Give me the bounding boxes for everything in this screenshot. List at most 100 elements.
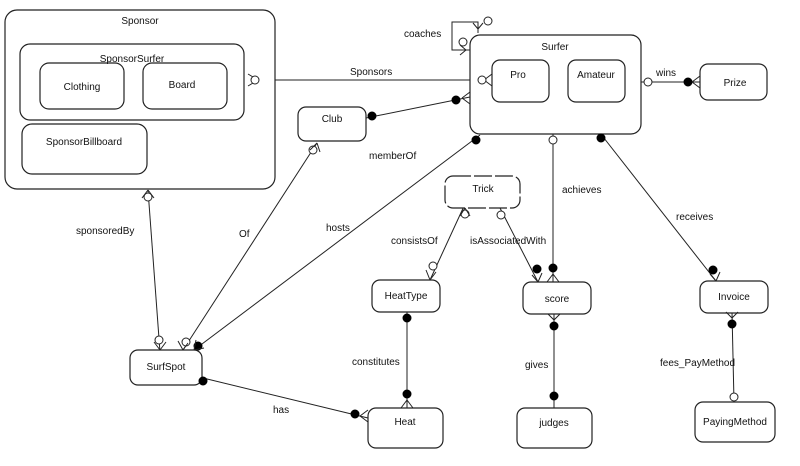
label-surfer: Surfer (541, 42, 569, 53)
optional-ring-consists-of-heattype (428, 261, 438, 271)
label-sponsors: Sponsors (350, 67, 392, 78)
mandatory-dot-has-heat (350, 409, 360, 419)
mandatory-dot-fees-paymethod (727, 319, 737, 329)
crowfoot-sponsored-by-top (141, 189, 155, 199)
crowfoot-is-associated-with (531, 272, 543, 283)
mandatory-dot-constitutes-bottom (402, 389, 412, 399)
mandatory-dot-hosts-surfspot (193, 341, 203, 351)
optional-ring-consists-of-trick (460, 209, 470, 219)
mandatory-dot-gives-bottom (549, 391, 559, 401)
entity-surf-spot[interactable] (129, 349, 203, 386)
entity-judges[interactable] (516, 407, 593, 449)
label-judges: judges (538, 418, 568, 429)
crowfoot-constitutes (400, 399, 414, 409)
mandatory-dot-receives-invoice (708, 265, 718, 275)
label-score: score (545, 294, 570, 305)
relationship-labels: coaches Sponsors wins memberOf achieves … (76, 29, 735, 416)
label-clothing: Clothing (64, 82, 101, 93)
entity-club[interactable] (297, 106, 367, 142)
optional-ring-is-associated-with (496, 210, 506, 220)
label-board: Board (169, 80, 196, 91)
crowfoot-of-surfspot (177, 340, 189, 351)
entity-board[interactable] (142, 62, 228, 110)
edges (147, 21, 735, 419)
crowfoot-consists-of-trick (459, 207, 471, 217)
entity-clothing[interactable] (39, 62, 125, 110)
label-trick: Trick (472, 184, 494, 195)
crowfoot-achieves (546, 273, 560, 283)
crowfoot-of-club (309, 142, 321, 153)
label-gives: gives (525, 360, 548, 371)
mandatory-dot-constitutes-top (402, 313, 412, 323)
entity-pro[interactable] (491, 59, 550, 103)
cardinality-marks (141, 16, 739, 423)
mandatory-dot-wins (683, 77, 693, 87)
label-prize: Prize (724, 78, 747, 89)
label-is-associated-with: isAssociatedWith (470, 236, 546, 247)
crowfoot-consists-of-heattype (425, 269, 437, 281)
optional-ring-sponsored-by (143, 192, 153, 202)
optional-ring-sponsors-right (477, 75, 487, 85)
optional-ring-of-surfspot (181, 337, 191, 347)
label-sponsored-by: sponsoredBy (76, 226, 134, 237)
edge-has (202, 377, 369, 419)
label-invoice: Invoice (718, 292, 750, 303)
optional-ring-achieves (548, 135, 558, 145)
mandatory-dot-receives-surfer (596, 133, 606, 143)
crowfoot-receives (709, 271, 721, 282)
mandatory-dot-is-associated-with (532, 264, 542, 274)
mandatory-dot-achieves (548, 263, 558, 273)
optional-ring-coaches (483, 16, 493, 26)
mandatory-dot-member-of-surfer (451, 95, 461, 105)
mandatory-dot-gives-top (549, 321, 559, 331)
label-amateur: Amateur (577, 70, 615, 81)
label-sponsor-surfer: SponsorSurfer (100, 54, 165, 65)
entity-paying-method[interactable] (694, 401, 776, 443)
label-consists-of: consistsOf (391, 236, 438, 247)
entity-invoice[interactable] (699, 280, 769, 314)
label-hosts: hosts (326, 223, 350, 234)
label-sponsor: Sponsor (121, 16, 159, 27)
entity-trick[interactable] (444, 175, 521, 209)
label-receives: receives (676, 212, 713, 223)
label-surf-spot: SurfSpot (147, 362, 186, 373)
edge-hosts (193, 134, 481, 351)
label-of: Of (239, 229, 250, 240)
label-wins: wins (655, 68, 676, 79)
entity-labels: Sponsor SponsorSurfer Clothing Board Spo… (46, 16, 767, 429)
edge-sponsored-by (147, 189, 161, 353)
crowfoot-gives (547, 313, 561, 321)
entity-sponsor-billboard[interactable] (21, 123, 148, 175)
label-achieves: achieves (562, 185, 601, 196)
entity-heat[interactable] (367, 407, 444, 449)
crowfoot-has (359, 409, 369, 423)
optional-ring-sponsors-left (250, 75, 260, 85)
label-coaches: coaches (404, 29, 441, 40)
edge-is-associated-with (499, 207, 539, 283)
optional-ring-coaches-b (458, 37, 468, 47)
edge-receives (599, 132, 717, 282)
label-member-of: memberOf (369, 151, 416, 162)
label-pro: Pro (510, 70, 526, 81)
entities (4, 9, 776, 449)
crowfoot-fees-paymethod (725, 311, 739, 319)
edge-of (182, 142, 318, 351)
entity-amateur[interactable] (567, 59, 626, 103)
label-fees-paymethod: fees_PayMethod (660, 358, 735, 369)
label-constitutes: constitutes (352, 357, 400, 368)
optional-ring-sponsored-by-bottom (154, 335, 164, 345)
label-club: Club (322, 114, 343, 125)
entity-heat-type[interactable] (371, 279, 441, 313)
optional-ring-of-club (308, 145, 318, 155)
entity-prize[interactable] (699, 63, 768, 101)
mandatory-dot-member-of-club (367, 111, 377, 121)
optional-ring-wins (643, 77, 653, 87)
mandatory-dot-hosts-surfer (471, 135, 481, 145)
label-heat: Heat (394, 417, 415, 428)
crowfoot-member-of (461, 91, 471, 105)
entity-score[interactable] (522, 281, 592, 315)
mandatory-dot-has-surfspot (198, 376, 208, 386)
crowfoot-coaches (472, 22, 484, 30)
